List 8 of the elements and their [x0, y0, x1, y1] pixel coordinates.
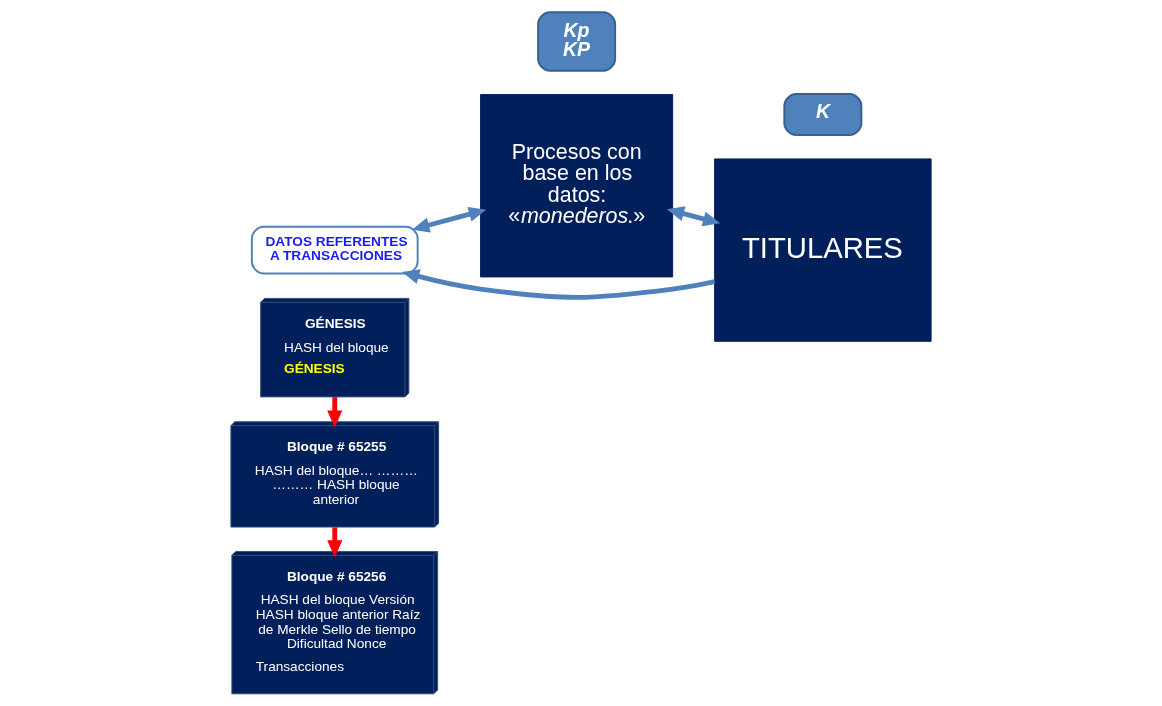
arrow [666, 206, 721, 227]
node-box: Procesos con base en los datos: «monederos.» [480, 94, 674, 278]
node-box: TITULARES [714, 158, 932, 342]
arrow [412, 206, 487, 233]
node-box: DATOS REFERENTES A TRANSACCIONES [250, 225, 419, 275]
node-box: K [783, 93, 863, 136]
arrow [402, 269, 716, 300]
node-box: Kp KP [537, 11, 617, 72]
